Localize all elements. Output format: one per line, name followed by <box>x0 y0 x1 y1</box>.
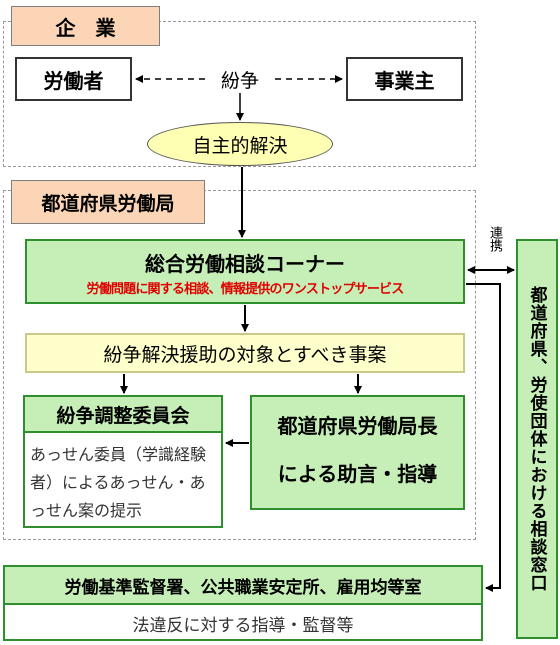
labor-bureau-label: 都道府県労働局 <box>11 180 205 224</box>
corner-subtitle: 労働問題に関する相談、情報提供のワンストップサービス <box>86 281 405 297</box>
offices-title: 労働基準監督署、公共職業安定所、雇用均等室 <box>5 567 481 605</box>
committee-box: 紛争調整委員会 あっせん委員（学識経験者）によるあっせん・あっせん案の提示 <box>23 395 223 528</box>
self-resolution-ellipse: 自主的解決 <box>147 122 333 166</box>
committee-body: あっせん委員（学識経験者）によるあっせん・あっせん案の提示 <box>30 445 207 520</box>
worker-box: 労働者 <box>15 57 132 101</box>
corner-to-offices-arrow <box>466 283 501 592</box>
director-line1: 都道府県労働局長 <box>277 413 438 438</box>
cooperation-label: 連携 <box>487 226 502 252</box>
director-line2: による助言・指導 <box>277 461 438 486</box>
employer-box: 事業主 <box>346 57 463 101</box>
consultation-corner-box: 総合労働相談コーナー 労働問題に関する相談、情報提供のワンストップサービス <box>25 239 465 304</box>
labor-bureau-frame <box>3 190 476 540</box>
director-advice-box: 都道府県労働局長 による助言・指導 <box>250 395 465 510</box>
offices-body: 法違反に対する指導・監督等 <box>132 615 354 636</box>
consult-window-box: 都道府県、労使団体における相談窓口 <box>516 239 558 639</box>
target-cases-box: 紛争解決援助の対象とすべき事案 <box>25 333 465 373</box>
corner-title: 総合労働相談コーナー <box>145 251 345 276</box>
committee-title: 紛争調整委員会 <box>25 397 221 433</box>
dispute-label: 紛争 <box>210 66 270 92</box>
consult-window-text: 都道府県、労使団体における相談窓口 <box>526 286 547 592</box>
company-label: 企 業 <box>11 6 160 46</box>
company-frame <box>3 21 476 167</box>
offices-box: 労働基準監督署、公共職業安定所、雇用均等室 法違反に対する指導・監督等 <box>3 565 483 641</box>
